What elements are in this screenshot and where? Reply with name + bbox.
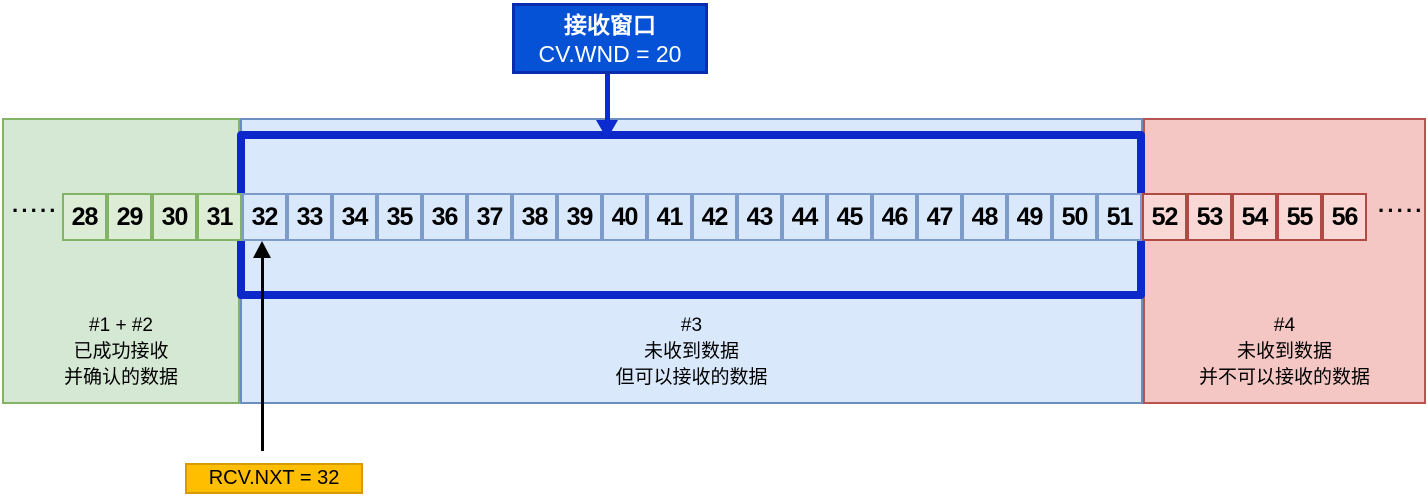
sequence-cell-43: 43 <box>737 193 782 241</box>
sequence-cell-28: 28 <box>62 193 107 241</box>
sequence-cell-55: 55 <box>1277 193 1322 241</box>
sequence-cell-48: 48 <box>962 193 1007 241</box>
label-not-receivable: #4 未收到数据 并不可以接收的数据 <box>1143 313 1426 391</box>
sequence-cell-34: 34 <box>332 193 377 241</box>
region-received-acked <box>2 118 240 404</box>
sequence-cell-53: 53 <box>1187 193 1232 241</box>
rcv-next-arrow-head-icon <box>253 241 271 258</box>
receive-window-callout: 接收窗口 CV.WND = 20 <box>512 3 708 74</box>
label-receivable-line1: #3 <box>680 315 703 336</box>
rcv-next-label: RCV.NXT = 32 <box>185 463 363 494</box>
sequence-cell-38: 38 <box>512 193 557 241</box>
sequence-cell-47: 47 <box>917 193 962 241</box>
sequence-cell-42: 42 <box>692 193 737 241</box>
receive-window-title: 接收窗口 <box>564 12 656 38</box>
sequence-cell-46: 46 <box>872 193 917 241</box>
sequence-cell-36: 36 <box>422 193 467 241</box>
receive-window-size-value: CV.WND = 20 <box>538 41 682 67</box>
sequence-cell-51: 51 <box>1097 193 1142 241</box>
label-receivable: #3 未收到数据 但可以接收的数据 <box>240 313 1143 391</box>
label-received-acked: #1 + #2 已成功接收 并确认的数据 <box>2 313 240 391</box>
label-receivable-line2: 未收到数据 <box>643 341 739 362</box>
sequence-cell-31: 31 <box>197 193 242 241</box>
window-callout-arrow-line <box>605 74 610 122</box>
label-not-receivable-line2: 未收到数据 <box>1236 341 1332 362</box>
sequence-cell-32: 32 <box>242 193 287 241</box>
sequence-cell-52: 52 <box>1142 193 1187 241</box>
label-not-receivable-line3: 并不可以接收的数据 <box>1198 367 1370 388</box>
ellipsis-left: ····· <box>12 198 59 223</box>
sequence-cell-39: 39 <box>557 193 602 241</box>
sequence-cell-44: 44 <box>782 193 827 241</box>
label-received-acked-line2: 已成功接收 <box>73 341 169 362</box>
region-receivable <box>240 118 1143 404</box>
sequence-cell-35: 35 <box>377 193 422 241</box>
sequence-cell-33: 33 <box>287 193 332 241</box>
region-not-receivable <box>1143 118 1426 404</box>
sequence-cell-56: 56 <box>1322 193 1367 241</box>
label-received-acked-line1: #1 + #2 <box>89 315 153 336</box>
sequence-cell-49: 49 <box>1007 193 1052 241</box>
sequence-cell-29: 29 <box>107 193 152 241</box>
sequence-cell-30: 30 <box>152 193 197 241</box>
sequence-cell-45: 45 <box>827 193 872 241</box>
rcv-next-arrow-line <box>261 256 264 451</box>
label-received-acked-line3: 并确认的数据 <box>63 367 178 388</box>
label-not-receivable-line1: #4 <box>1273 315 1296 336</box>
sequence-cell-37: 37 <box>467 193 512 241</box>
window-callout-arrow-head-icon <box>596 120 618 139</box>
sequence-cell-40: 40 <box>602 193 647 241</box>
sequence-cell-41: 41 <box>647 193 692 241</box>
label-receivable-line3: 但可以接收的数据 <box>615 367 768 388</box>
sequence-cell-54: 54 <box>1232 193 1277 241</box>
sequence-cell-50: 50 <box>1052 193 1097 241</box>
ellipsis-right: ····· <box>1378 198 1425 223</box>
